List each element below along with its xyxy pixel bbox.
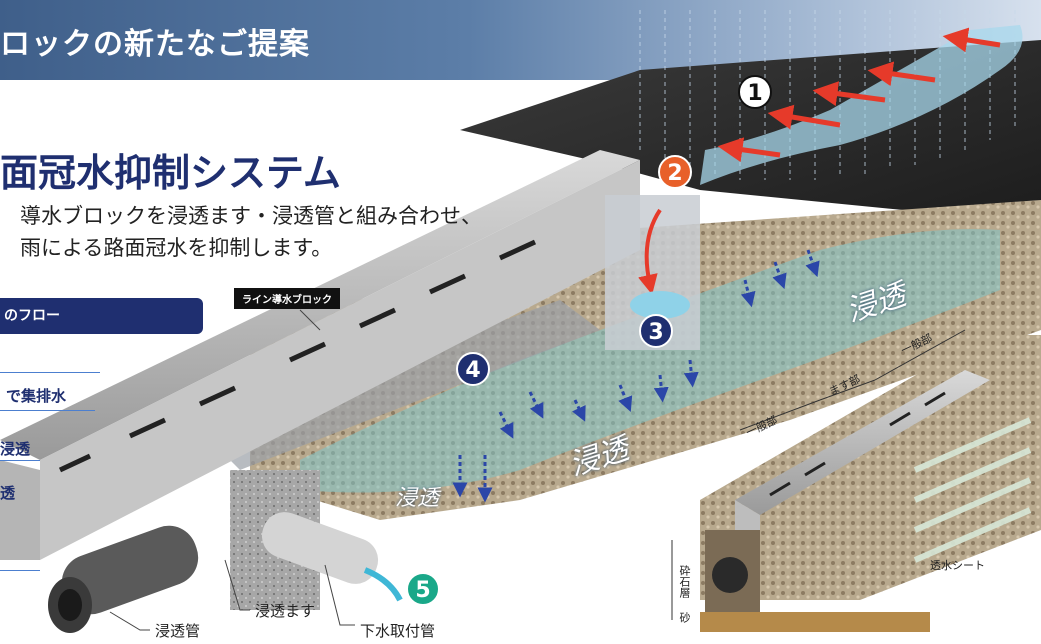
- pipe-label: 浸透管: [155, 622, 201, 640]
- flow-item-3: 透: [0, 484, 16, 502]
- description-line-1: 導水ブロックを浸透ます・浸透管と組み合わせ、: [20, 204, 482, 228]
- system-title: 面冠水抑制システム: [0, 151, 341, 195]
- inset-sand-label: 砂: [678, 612, 691, 623]
- flow-item-2: 浸透: [0, 440, 31, 458]
- inset-gravel-label: 砕石層: [678, 565, 691, 598]
- flow-divider: [0, 570, 40, 571]
- surface-water: [700, 25, 1023, 185]
- step-badge-2: 2: [658, 155, 692, 189]
- step-badge-3: 3: [639, 314, 673, 348]
- header-banner: ロックの新たなご提案: [0, 0, 1041, 80]
- surface-flow-arrows: [717, 27, 1001, 163]
- drain-block-front: [40, 160, 640, 560]
- step-badge-1: 1: [738, 75, 772, 109]
- flow-divider: [0, 410, 95, 411]
- sewer-label: 下水取付管: [360, 622, 436, 640]
- leader-lines: [109, 309, 355, 631]
- line-block-callout: ライン導水ブロック: [234, 288, 340, 309]
- infiltration-water: [300, 229, 1000, 493]
- banner-title: ロックの新たなご提案: [0, 27, 310, 62]
- inset-sheet-label: 透水シート: [930, 559, 985, 572]
- flow-divider: [0, 372, 100, 373]
- step-badge-5: 5: [406, 572, 440, 606]
- description-line-2: 雨による路面冠水を抑制します。: [20, 236, 333, 260]
- block-slots: [58, 239, 537, 473]
- step-badge-4: 4: [456, 352, 490, 386]
- infiltration-pipe: [200, 300, 600, 470]
- infiltration-label-3: 浸透: [395, 486, 440, 511]
- basin-label: 浸透ます: [255, 602, 316, 620]
- sewer-pipe: [261, 512, 379, 584]
- flow-header: のフロー: [0, 298, 203, 334]
- front-pipe: [61, 525, 199, 615]
- flow-item-1: で集排水: [6, 387, 67, 405]
- drain-block-side: [0, 460, 40, 560]
- infiltration-arrows: [452, 249, 820, 503]
- inset-diagram: [671, 329, 1041, 632]
- flow-divider: [0, 460, 40, 461]
